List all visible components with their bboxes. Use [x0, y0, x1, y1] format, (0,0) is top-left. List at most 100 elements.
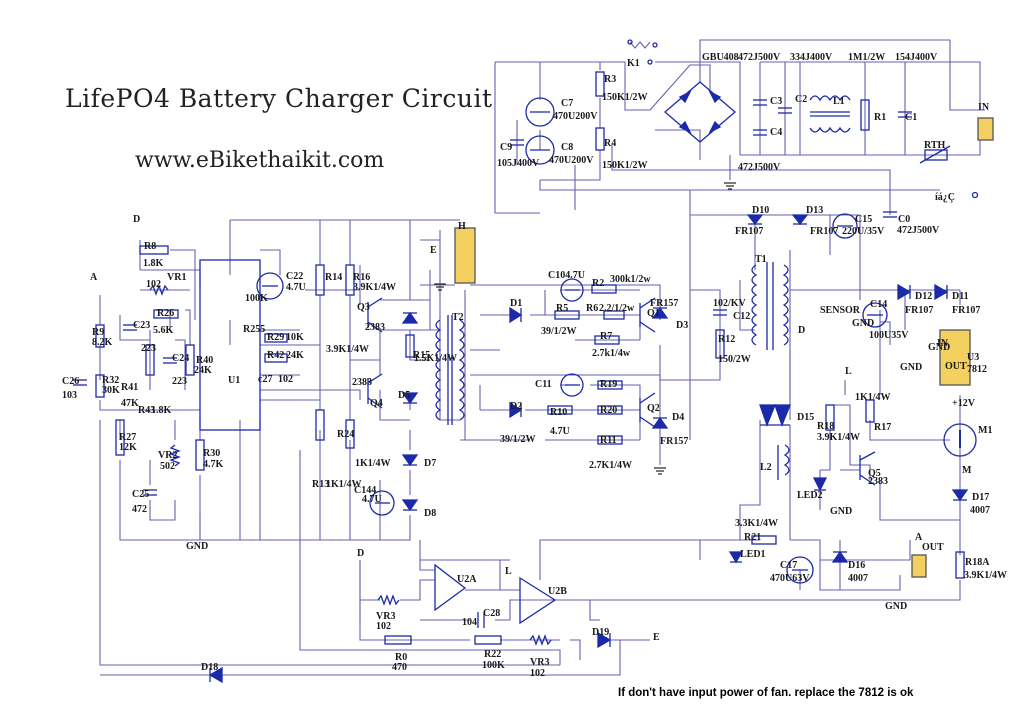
label-r17: R17 — [874, 422, 891, 433]
label-r29: R29 — [267, 332, 284, 343]
resistor-r5 — [554, 310, 580, 320]
label-r0v: 470 — [392, 662, 407, 673]
label-r255: R255 — [243, 324, 265, 335]
label-l2: L2 — [760, 462, 772, 473]
label-c27v: 102 — [278, 374, 293, 385]
label-c3v: 472J500V — [738, 52, 781, 63]
resistor-r9 — [95, 324, 105, 348]
regulator-u3 — [939, 329, 971, 386]
aux-connector — [454, 227, 476, 284]
label-t2: T2 — [452, 312, 464, 323]
label-r21: R21 — [744, 532, 761, 543]
resistor-223 — [145, 344, 155, 376]
label-u3v: 7812 — [967, 364, 987, 375]
label-q2: Q2 — [647, 403, 660, 414]
label-t1: T1 — [755, 254, 767, 265]
label-vr3b: VR3 — [530, 657, 549, 668]
label-r15v: 1.5K1/4W — [414, 353, 457, 364]
resistor-r29 — [264, 333, 288, 343]
label-d8: D8 — [424, 508, 436, 519]
label-sensor: SENSOR — [820, 305, 861, 316]
label-d17: D17 — [972, 492, 989, 503]
label-c4v: 472J500V — [738, 162, 781, 173]
label-d4: D4 — [672, 412, 684, 423]
label-c11: C11 — [535, 379, 552, 390]
label-c26v: 103 — [62, 390, 77, 401]
diode-d3 — [651, 306, 669, 319]
label-l_u2: L — [505, 566, 512, 577]
label-r27: R27 — [119, 432, 136, 443]
label-c3: C3 — [770, 96, 782, 107]
label-r41: R41 — [121, 382, 138, 393]
resistor-r0 — [384, 635, 412, 645]
label-r1v: 1M1/2W — [848, 52, 885, 63]
label-r3v: 150K1/2W — [602, 92, 648, 103]
label-r11v: 2.7K1/4W — [589, 460, 632, 471]
label-r30: R30 — [203, 448, 220, 459]
label-d10: D10 — [752, 205, 769, 216]
diode-d12 — [897, 283, 912, 301]
resistor-r14 — [315, 264, 325, 296]
label-r12: R12 — [718, 334, 735, 345]
label-vr1v: 102 — [146, 279, 161, 290]
label-gnd_out: GND — [885, 601, 907, 612]
website-url: www.eBikethaikit.com — [135, 148, 385, 173]
ic-u1 — [199, 259, 261, 431]
components — [73, 39, 994, 684]
label-d6v: 1K1/4W — [355, 458, 391, 469]
label-l1: L1 — [833, 96, 845, 107]
label-r42: R42 — [267, 350, 284, 361]
vr3a — [377, 594, 400, 606]
resistor-r3 — [595, 71, 605, 97]
label-u3gnd: GND — [928, 342, 950, 353]
label-c17: C17 — [780, 560, 797, 571]
label-r41v: 47K — [121, 398, 139, 409]
label-r3: R3 — [604, 74, 616, 85]
resistor-r18a — [955, 551, 965, 579]
label-r2v: 300k1/2w — [610, 274, 651, 285]
label-r12v: 150/2W — [718, 354, 751, 365]
diode-d11 — [934, 283, 949, 301]
label-c223a: 223 — [141, 343, 156, 354]
label-u2b: U2B — [548, 586, 567, 597]
label-r9: R9 — [92, 327, 104, 338]
label-c0: C0 — [898, 214, 910, 225]
inductor-l1 — [809, 95, 851, 102]
label-q3v: 2383 — [365, 322, 385, 333]
diode-d8 — [401, 499, 419, 512]
transformer-t1 — [751, 264, 758, 346]
label-c100k: 100K — [245, 293, 268, 304]
label-d12: D12 — [915, 291, 932, 302]
label-c144v: 4.7U — [362, 494, 382, 505]
diode-d13 — [791, 214, 809, 226]
label-d11: D11 — [952, 291, 969, 302]
capacitor-c14 — [862, 302, 888, 328]
label-d13: D13 — [806, 205, 823, 216]
label-q4: Q4 — [370, 398, 383, 409]
diode-d4 — [651, 416, 669, 429]
label-r16v: 3.9K1/4W — [353, 282, 396, 293]
diode-d17 — [951, 489, 969, 502]
label-u3: U3 — [967, 352, 979, 363]
label-d2v: 39/1/2W — [500, 434, 536, 445]
label-a_left: A — [90, 272, 98, 283]
label-d16: D16 — [848, 560, 865, 571]
label-r30v: 4.7K — [203, 459, 224, 470]
label-r9v: 8.2K — [92, 337, 113, 348]
label-r6v: 2.2/1/2w — [599, 303, 635, 314]
label-c8v: 470U200V — [549, 155, 594, 166]
label-c144: C144 — [354, 485, 376, 496]
label-d17v: 4007 — [970, 505, 990, 516]
label-q3: Q3 — [357, 302, 370, 313]
capacitor-c15 — [832, 213, 858, 239]
resistor-r11 — [597, 435, 623, 445]
label-r7v: 2.7k1/4w — [592, 348, 631, 359]
label-r32: R32 — [102, 375, 119, 386]
capacitor-c17 — [786, 556, 814, 584]
label-d_t1: D — [798, 325, 805, 336]
label-u2a: U2A — [457, 574, 477, 585]
label-d15: D15 — [797, 412, 814, 423]
resistor-r8 — [139, 245, 169, 255]
label-c223b: 223 — [172, 376, 187, 387]
label-fr157b: FR157 — [660, 436, 688, 447]
